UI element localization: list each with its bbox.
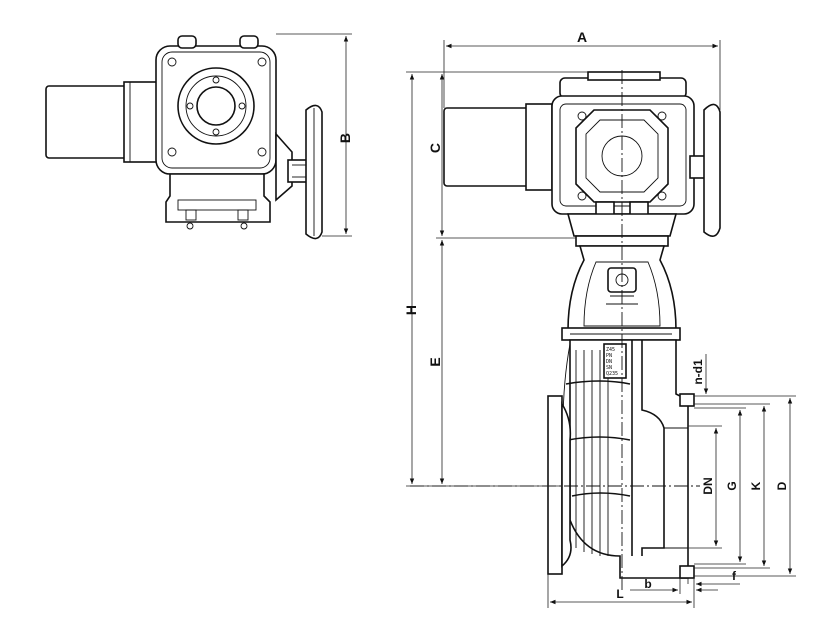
valve-front-view: Z45 PN DN SN Q235: [410, 70, 721, 592]
dimension-c: C: [427, 74, 576, 239]
dimension-d: D: [694, 395, 796, 577]
label-g: G: [725, 481, 739, 490]
label-n-d1: n-d1: [691, 359, 705, 385]
label-l: L: [616, 587, 623, 601]
label-d: D: [775, 481, 789, 490]
label-dn: DN: [701, 477, 715, 494]
dimension-e: E: [427, 240, 445, 484]
dimension-l: L: [547, 574, 695, 608]
plate-line-3: DN: [606, 359, 612, 365]
plate-line-2: PN: [606, 353, 612, 359]
label-k: K: [749, 481, 763, 490]
dimension-b-small: b: [630, 577, 718, 594]
plate-line-1: Z45: [606, 347, 615, 353]
plate-line-5: Q235: [606, 371, 618, 377]
label-b-small: b: [644, 577, 651, 591]
label-f: f: [732, 569, 737, 583]
label-h: H: [403, 305, 419, 315]
actuator-top-view: [45, 35, 323, 240]
dimension-h: H: [403, 71, 588, 487]
label-c: C: [427, 143, 443, 153]
dimension-g: G: [694, 407, 746, 565]
dimension-k: K: [694, 403, 770, 569]
dimension-dn: DN: [688, 425, 722, 549]
label-b: B: [337, 133, 353, 143]
dimension-f: f: [687, 569, 740, 587]
label-e: E: [427, 357, 443, 366]
plate-line-4: SN: [606, 365, 612, 371]
label-a: A: [577, 29, 587, 45]
dimension-b: B: [276, 33, 353, 237]
dimension-n-d1: n-d1: [691, 354, 709, 394]
